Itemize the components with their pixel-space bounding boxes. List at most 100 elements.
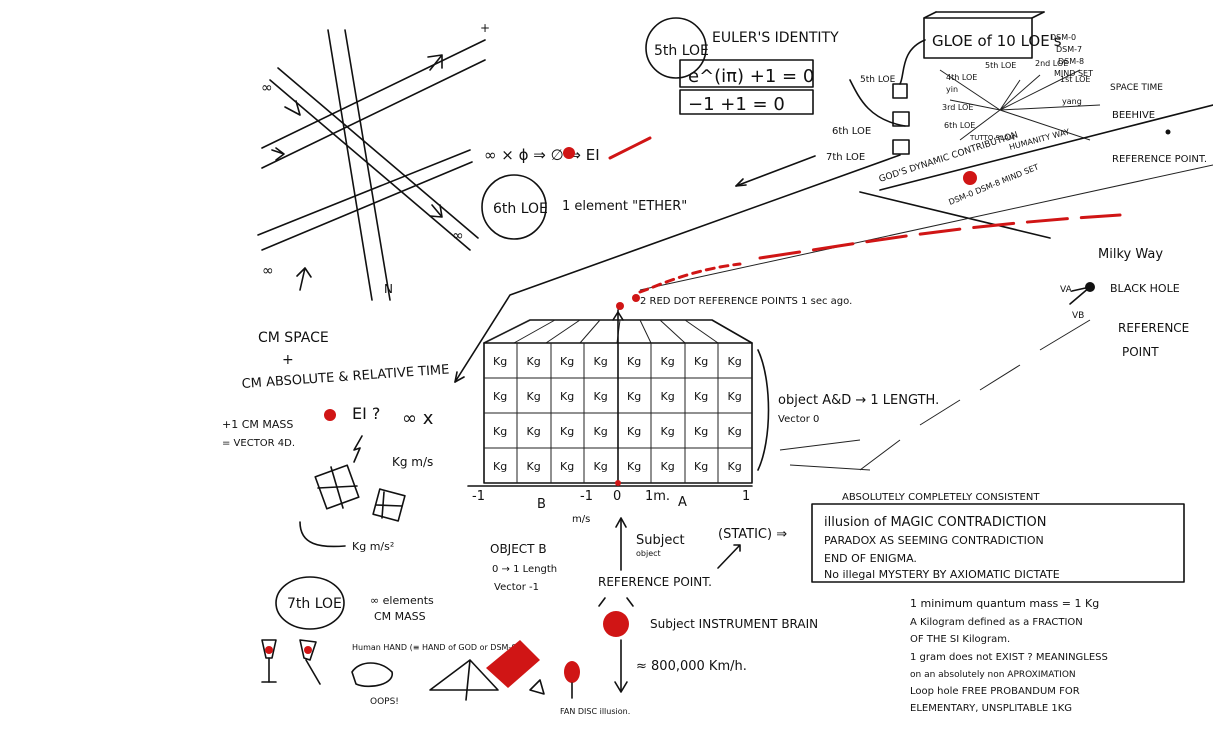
euler-title: EULER'S IDENTITY (712, 30, 839, 46)
grid-cell: Kg (694, 460, 708, 473)
burst-6th: 6th LOE (944, 121, 975, 130)
grid-cell: Kg (728, 390, 742, 403)
grid-cell: Kg (627, 355, 641, 368)
red-dots-trail (640, 264, 740, 292)
grid-cell: Kg (594, 390, 608, 403)
grid-brace (758, 350, 769, 470)
grid-cell: Kg (527, 390, 541, 403)
loe7-fan: FAN DISC illusion. (560, 707, 630, 716)
cm-line1: CM SPACE (258, 330, 329, 346)
grid-cell: Kg (493, 355, 507, 368)
grid-cell: Kg (728, 355, 742, 368)
box-line-2: PARADOX AS SEEMING CONTRADICTION (824, 534, 1044, 547)
q-line-1: 1 minimum quantum mass = 1 Kg (910, 597, 1099, 610)
grid-cell: Kg (560, 460, 574, 473)
q-line-2: A Kilogram defined as a FRACTION (910, 617, 1083, 628)
euler-eq2: −1 +1 = 0 (688, 94, 785, 115)
axis-1: B (537, 497, 546, 512)
burst-spacetime: SPACE TIME (1110, 83, 1163, 93)
q-line-7: ELEMENTARY, UNSPLITABLE 1KG (910, 703, 1072, 714)
lattice-n: N (384, 282, 393, 296)
loe7-el1: ∞ elements (370, 594, 434, 607)
axis-6: 1 (742, 489, 750, 504)
gloe-side-1: DSM-0 (1050, 33, 1076, 42)
hand-sketch (352, 663, 392, 686)
refdots-text: 2 RED DOT REFERENCE POINTS 1 sec ago. (640, 296, 852, 307)
cube-label-a: 5th LOE (860, 75, 896, 85)
axis-unit: m/s (572, 514, 590, 525)
grid-origin-dot (615, 480, 621, 486)
subject-static: (STATIC) ⇒ (718, 527, 787, 542)
euler-eq1: e^(iπ) +1 = 0 (688, 66, 814, 87)
grid-cell: Kg (627, 390, 641, 403)
glass-red-2 (304, 646, 312, 654)
cm-line4: +1 CM MASS (222, 418, 293, 431)
loe7-oops: OOPS! (370, 697, 399, 707)
box-line-4: No illegal MYSTERY BY AXIOMATIC DICTATE (824, 568, 1060, 581)
loe7-label: 7th LOE (287, 596, 342, 612)
red-dot-1 (616, 302, 624, 310)
lattice-infinity-2: ∞ (262, 263, 274, 279)
q-line-3: OF THE SI Kilogram. (910, 634, 1010, 645)
loe7-el2: CM MASS (374, 610, 426, 623)
rubik-cube-1 (315, 465, 359, 509)
objA-2: Vector 0 (778, 414, 819, 425)
grid-cell: Kg (661, 425, 675, 438)
plane-edge-top (880, 105, 1213, 190)
burst-2nd: 2nd LOE (1035, 59, 1068, 68)
brain-red (603, 611, 629, 637)
cm-kgms: Kg m/s (392, 455, 433, 469)
long-arrow-1 (455, 155, 900, 382)
burst-3rd: 3rd LOE (942, 103, 973, 112)
grid-cell: Kg (527, 460, 541, 473)
rubik-cube-2 (373, 489, 405, 521)
beehive-dot (1166, 130, 1171, 135)
glass-red-1 (265, 646, 273, 654)
gloe-side-2: DSM-7 (1056, 45, 1082, 54)
lattice-infinity-1: ∞ (261, 80, 273, 96)
gloe-title: GLOE of 10 LOE's (932, 32, 1062, 50)
grid-cell: Kg (493, 460, 507, 473)
ref-speed: ≈ 800,000 Km/h. (636, 659, 747, 674)
axis-5: A (678, 495, 687, 510)
brain-arrows (599, 598, 633, 606)
ether-formula: ∞ × ϕ ⇒ ∅ ⇒ EI (484, 146, 600, 164)
subject-2: object (636, 549, 661, 558)
objA-1: object A&D → 1 LENGTH. (778, 393, 939, 408)
dashed-path-2 (780, 440, 870, 470)
burst-5th: 5th LOE (985, 61, 1016, 70)
red-bulb (564, 661, 580, 683)
bh-label-3: POINT (1122, 345, 1159, 359)
burst-4th: 4th LOE (946, 73, 977, 82)
box-line-1: illusion of MAGIC CONTRADICTION (824, 515, 1046, 530)
burst-yin: yin (946, 85, 958, 94)
grid-cell: Kg (527, 355, 541, 368)
ether-red-dot (563, 147, 575, 159)
lightning-arrow (354, 436, 362, 462)
q-line-6: Loop hole FREE PROBANDUM FOR (910, 686, 1080, 697)
beehive-ref: REFERENCE POINT. (1112, 154, 1207, 165)
grid-cell: Kg (560, 425, 574, 438)
cube-label-b: 6th LOE (832, 126, 871, 137)
grid-cell: Kg (661, 390, 675, 403)
milky-label: Milky Way (1098, 247, 1163, 262)
kg-grid: KgKgKgKgKgKgKgKgKgKgKgKgKgKgKgKgKgKgKgKg… (484, 310, 752, 483)
grid-cell: Kg (493, 425, 507, 438)
burst-1st: 1st LOE (1060, 75, 1090, 84)
loe5-label: 5th LOE (654, 43, 709, 59)
loe7-hand: Human HAND (≡ HAND of GOD or DSM-0) (352, 643, 520, 652)
cm-line5: = VECTOR 4D. (222, 438, 295, 449)
grid-cell: Kg (594, 460, 608, 473)
objB-1: OBJECT B (490, 542, 547, 556)
grid-cell: Kg (728, 460, 742, 473)
ether-text: 1 element "ETHER" (562, 199, 687, 214)
grid-cell: Kg (694, 390, 708, 403)
ether-label: 6th LOE (493, 201, 548, 217)
milky-vb: VB (1072, 311, 1084, 321)
red-blot-cube (963, 171, 977, 185)
ether-arrow (736, 156, 815, 186)
red-dot-2 (632, 294, 640, 302)
axis-0: -1 (472, 489, 485, 504)
cube-curve-arrow (300, 522, 345, 547)
